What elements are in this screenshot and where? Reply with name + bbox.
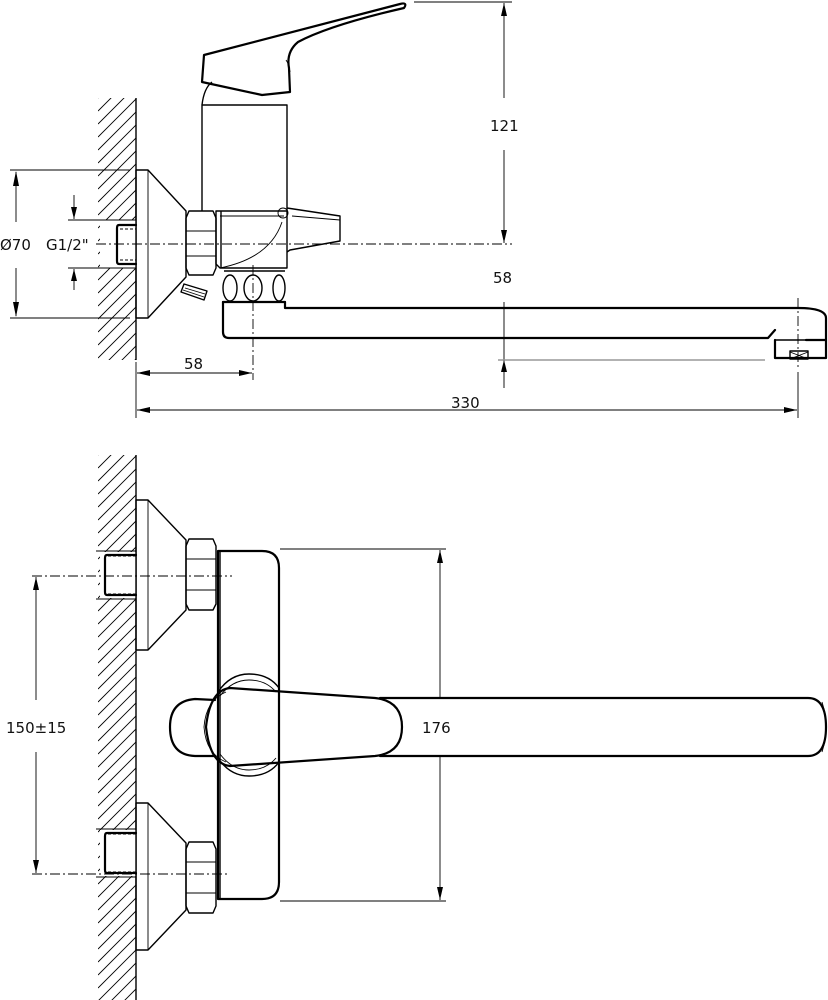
dim-inlet-spacing: 150±15 <box>6 577 66 873</box>
hatch-line <box>98 689 136 729</box>
hatch-line <box>98 949 136 989</box>
dim-wall-to-axis: 58 <box>135 355 252 418</box>
cartridge-column <box>201 81 288 211</box>
hatch-line <box>98 741 136 781</box>
hatch-line <box>98 897 136 937</box>
flange-diameter-label: Ø70 <box>0 236 31 254</box>
hatch-line <box>98 780 136 820</box>
swivel-ring <box>221 270 287 304</box>
inlet-spacing-label: 150±15 <box>6 719 66 737</box>
wall-section-bottom <box>98 455 137 1000</box>
lever-handle <box>200 2 407 97</box>
hatch-line <box>98 98 136 138</box>
hatch-line <box>98 306 136 346</box>
hatch-line <box>98 702 136 742</box>
overall-reach-label: 330 <box>451 394 480 412</box>
dim-handle-height: 121 <box>414 1 519 243</box>
hatch-line <box>98 754 136 794</box>
hatch-line <box>98 767 136 807</box>
hatch-line <box>98 650 136 690</box>
hatch-line <box>98 293 136 333</box>
hatch-line <box>98 663 136 703</box>
hatch-line <box>98 936 136 976</box>
hatch-line <box>98 676 136 716</box>
hatch-line <box>98 598 136 638</box>
valve-body <box>215 207 289 269</box>
spout-height-label: 58 <box>493 269 512 287</box>
hatch-line <box>98 611 136 651</box>
side-centerlines <box>96 243 799 380</box>
hatch-line <box>98 280 136 320</box>
hatch-line <box>98 923 136 963</box>
hatch-line <box>98 494 136 534</box>
top-view: 150±15 176 <box>6 455 828 1000</box>
hatch-line <box>98 455 136 495</box>
hatch-line <box>98 910 136 950</box>
diverter-knob <box>286 207 341 253</box>
lower-inlet <box>96 802 217 951</box>
hatch-line <box>98 98 125 125</box>
body-height-label: 176 <box>422 719 451 737</box>
hatch-line <box>98 481 136 521</box>
hatch-line <box>98 98 112 112</box>
hatch-line <box>98 871 136 911</box>
hatch-line <box>121 345 136 360</box>
dim-body-height: 176 <box>280 548 451 902</box>
dim-spout-height: 58 <box>493 269 765 388</box>
hatch-line <box>98 267 136 307</box>
dim-flange-diameter: Ø70 <box>0 169 130 319</box>
hatch-line <box>98 176 136 216</box>
mixer-body-top <box>216 549 281 901</box>
spout <box>221 300 828 360</box>
hatch-line <box>98 455 125 482</box>
hatch-line <box>98 468 136 508</box>
hex-nut <box>180 210 217 301</box>
lever-handle-top <box>168 686 404 768</box>
inlet-thread <box>100 219 138 269</box>
hatch-line <box>98 507 136 547</box>
hatch-line <box>98 124 136 164</box>
hatch-line <box>98 624 136 664</box>
handle-height-label: 121 <box>490 117 519 135</box>
thread-size-label: G1/2" <box>46 236 89 254</box>
hatch-line <box>98 455 112 469</box>
hatch-line <box>108 332 136 360</box>
wall-flange <box>135 169 187 319</box>
hatch-line <box>98 728 136 768</box>
hatch-line <box>124 988 136 1000</box>
hatch-line <box>98 962 136 1000</box>
hatch-line <box>98 715 136 755</box>
hatch-line <box>98 319 136 359</box>
hatch-line <box>134 358 136 360</box>
hatch-line <box>98 884 136 924</box>
hatch-line <box>98 111 136 151</box>
side-view: Ø70 G1/2" 121 58 <box>0 1 828 418</box>
hatch-line <box>98 637 136 677</box>
hatch-line <box>98 793 136 833</box>
wall-to-axis-label: 58 <box>184 355 203 373</box>
dim-overall-reach: 330 <box>137 372 799 418</box>
hatch-line <box>111 975 136 1000</box>
top-centerlines <box>32 575 232 875</box>
upper-inlet <box>96 499 217 651</box>
dim-thread-size: G1/2" <box>46 195 100 290</box>
hatch-line <box>98 98 99 99</box>
spout-top <box>378 696 828 758</box>
hatch-line <box>98 455 99 456</box>
